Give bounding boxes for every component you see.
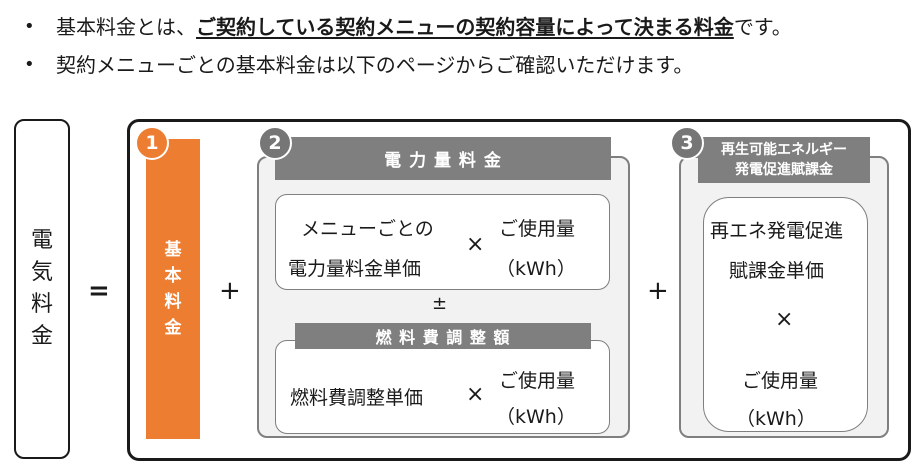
- plus-sign: +: [647, 276, 669, 306]
- renewable-surcharge-header: 再生可能エネルギー 発電促進賦課金: [698, 137, 870, 183]
- energy-formula-card: [275, 194, 610, 290]
- usage-line-1: ご使用量: [499, 218, 576, 240]
- usage-line-2: （kWh）: [736, 408, 816, 430]
- bullet-emphasis: ご契約している契約メニューの契約容量によって決まる料金: [196, 15, 734, 39]
- times-sign: ×: [775, 307, 794, 332]
- label-char: 料: [30, 292, 53, 317]
- section-number-1: 1: [135, 126, 169, 160]
- header-line-2: 発電促進賦課金: [735, 162, 833, 178]
- bullet-text: 契約メニューごとの基本料金は以下のページからご確認いただけます。: [56, 53, 694, 77]
- bullet-list: • 基本料金とは、ご契約している契約メニューの契約容量によって決まる料金です。 …: [24, 8, 914, 84]
- header-line-1: 再生可能エネルギー: [721, 142, 847, 158]
- equals-sign: =: [88, 276, 110, 306]
- label-char: 金: [30, 324, 53, 349]
- electricity-charge-box: 電 気 料 金: [14, 119, 70, 459]
- fuel-adjustment-header: 燃 料 費 調 整 額: [295, 323, 591, 349]
- label-char: 気: [30, 260, 53, 285]
- formula-frame: [127, 119, 911, 461]
- unit-price-line-2: 賦課金単価: [729, 260, 825, 282]
- times-sign: ×: [466, 232, 485, 257]
- unit-price-line-2: 電力量料金単価: [288, 258, 422, 280]
- bullet-item: • 基本料金とは、ご契約している契約メニューの契約容量によって決まる料金です。: [24, 8, 914, 46]
- basic-charge-bar: 基 本 料 金: [146, 139, 200, 439]
- bullet-dot-icon: •: [24, 54, 35, 75]
- bullet-item: • 契約メニューごとの基本料金は以下のページからご確認いただけます。: [24, 46, 914, 84]
- section-number-2: 2: [258, 126, 292, 160]
- energy-charge-header: 電 力 量 料 金: [275, 137, 611, 180]
- bullet-dot-icon: •: [24, 16, 35, 37]
- usage-line-2: （kWh）: [496, 258, 576, 280]
- unit-price-line-1: メニューごとの: [301, 218, 434, 240]
- unit-price-line-1: 再エネ発電促進: [710, 220, 844, 242]
- plus-sign: +: [219, 276, 241, 306]
- bullet-text: 基本料金とは、: [56, 15, 196, 39]
- plusminus-sign: ±: [432, 293, 448, 314]
- fuel-unit-price: 燃料費調整単価: [290, 387, 424, 409]
- usage-line-1: ご使用量: [499, 370, 576, 392]
- label-char: 本: [164, 266, 182, 286]
- section-number-3: 3: [670, 126, 704, 160]
- times-sign: ×: [466, 382, 485, 407]
- usage-line-2: （kWh）: [496, 406, 576, 428]
- bullet-text-end: です。: [733, 15, 792, 39]
- renewable-formula-card: [703, 197, 868, 432]
- label-char: 料: [164, 292, 182, 312]
- label-char: 基: [164, 240, 182, 260]
- label-char: 電: [30, 228, 53, 253]
- fuel-adjustment-card: [275, 340, 610, 434]
- label-char: 金: [164, 318, 182, 338]
- usage-line-1: ご使用量: [742, 370, 819, 392]
